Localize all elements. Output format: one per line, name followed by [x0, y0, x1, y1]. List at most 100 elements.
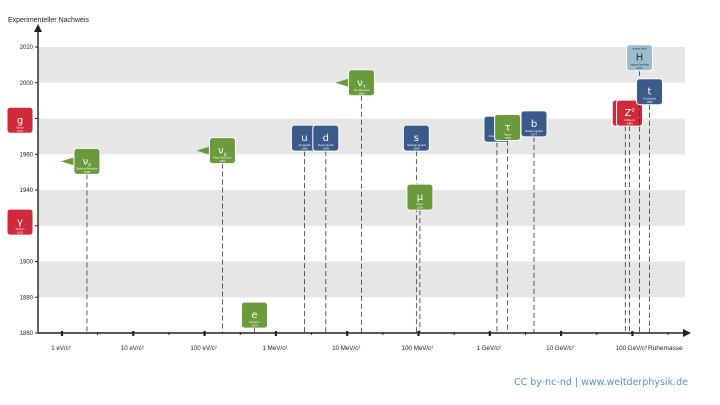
particle-year: 2012: [636, 66, 643, 70]
particle-pointer: [196, 146, 210, 155]
x-tick-label: 1 eV/c²: [51, 345, 71, 352]
particle-name: Elektron-Neutrino: [76, 166, 98, 170]
particle-box: [616, 99, 644, 127]
particle-symbol: g: [17, 115, 23, 126]
particle-name: Myon: [417, 202, 424, 206]
particle-symbol: e: [251, 310, 257, 321]
particle-symbol: s: [414, 133, 419, 144]
particle-name: Elektron: [249, 320, 260, 324]
x-tick-label: 100 GeV/c²: [616, 345, 647, 352]
x-tick-label: 10 MeV/c²: [332, 345, 360, 352]
particle-symbol: b: [531, 119, 537, 130]
particle-pointer: [60, 157, 74, 166]
y-axis-arrow: [34, 24, 42, 32]
particle-pointer: [335, 78, 349, 87]
particle-year: 1969: [413, 147, 420, 151]
particle-symbol: τ: [505, 122, 511, 133]
particle-name: Strange-Quark: [407, 143, 426, 147]
particle-name: Higgs-Kandidat: [630, 63, 649, 67]
y-tick-label: 1940: [20, 188, 34, 194]
y-tick-label: 1880: [20, 295, 34, 301]
particle-year: 1874: [251, 324, 258, 328]
particle-symbol: u: [301, 133, 307, 144]
particle-name: Down-Quark: [318, 143, 334, 147]
y-tick-label: 1900: [20, 260, 34, 266]
particle-box: [208, 137, 236, 165]
particle-year: 1983: [626, 122, 633, 126]
particle-year: 1962: [219, 159, 226, 163]
y-axis-label: Experimenteller Nachweis: [8, 17, 89, 24]
particle-box: [520, 110, 548, 138]
particle-name: Top-Quark: [643, 97, 657, 101]
particle-box: [406, 183, 434, 211]
particle-symbol: Z0: [625, 108, 635, 119]
y-tick-label: 1860: [20, 331, 34, 337]
particle-year: 1969: [323, 147, 330, 151]
particle-box: [347, 69, 375, 97]
particle-year: 2000: [358, 91, 365, 95]
particle-symbol: ντ: [357, 78, 366, 90]
particle-box: [312, 124, 340, 152]
particle-top-label: neutral·teilch: [632, 47, 647, 51]
particle-name: Tau-Neutrino: [353, 88, 369, 92]
particle-name: Z-Boson: [624, 118, 635, 122]
x-tick-label: 100 MeV/c²: [402, 345, 434, 352]
x-tick-label: 1 MeV/c²: [263, 345, 288, 352]
y-tick-label: 1960: [20, 152, 34, 158]
particle-year: 1969: [301, 147, 308, 151]
y-tick-label: 2000: [20, 81, 34, 87]
particle-symbol: t: [648, 87, 652, 98]
particle-year: 1923: [17, 231, 24, 235]
particle-name: Gluon: [16, 125, 24, 129]
particle-symbol: νe: [83, 156, 92, 168]
particle-name: Bottom-Quark: [525, 129, 543, 133]
particle-symbol: νμ: [218, 146, 228, 158]
x-axis-arrow: [683, 329, 691, 337]
x-tick-label: 100 eV/c²: [190, 345, 216, 352]
particle-year: 1977: [531, 132, 538, 136]
particle-name: Tauon: [504, 132, 512, 136]
particle-subscript: μ: [224, 152, 228, 158]
particle-box: [636, 78, 664, 106]
particle-year: 1979: [17, 129, 24, 133]
particle-name: Myon-Neutrino: [213, 156, 232, 160]
footer-credit[interactable]: CC by-nc-nd | www.weltderphysik.de: [513, 377, 688, 388]
particle-box: [73, 147, 101, 175]
particle-box: [626, 44, 654, 72]
particle-superscript: 0: [631, 108, 634, 114]
particle-subscript: τ: [363, 84, 366, 90]
particle-year: 1995: [646, 100, 653, 104]
particle-box: [6, 208, 34, 236]
particle-name: Up-Quark: [298, 143, 311, 147]
x-tick-label: 10 eV/c²: [121, 345, 144, 352]
particle-subscript: e: [88, 162, 91, 168]
particle-symbol: γ: [17, 217, 23, 228]
particle-box: [402, 124, 430, 152]
particle-box: [6, 106, 34, 134]
particle-year: 1975: [505, 136, 512, 140]
particle-symbol: d: [323, 133, 329, 144]
x-axis-label: Ruhemasse: [648, 345, 683, 352]
particle-symbol: μ: [417, 192, 424, 203]
x-tick-label: 1 GeV/c²: [477, 345, 501, 352]
x-tick-label: 10 GeV/c²: [546, 345, 574, 352]
particle-year: 1936: [417, 206, 424, 210]
particle-name: Photon: [16, 227, 25, 231]
particle-year: 1956: [84, 170, 91, 174]
